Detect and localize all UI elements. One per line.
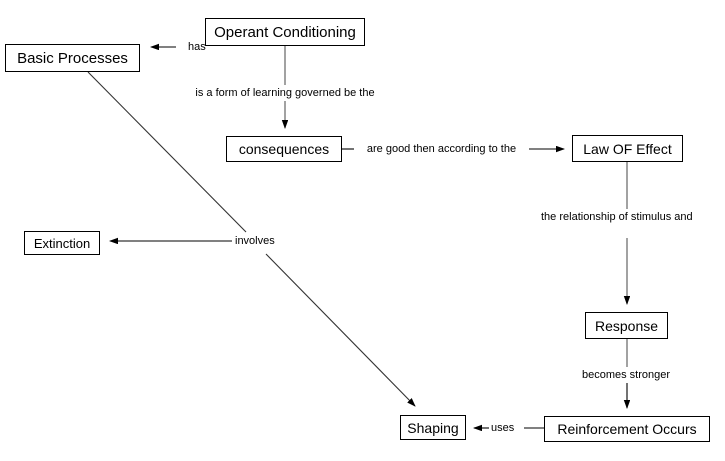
- node-shaping[interactable]: Shaping: [400, 415, 466, 440]
- edge-label-is-a-form-of-learning: is a form of learning governed be the: [180, 87, 390, 100]
- node-response[interactable]: Response: [585, 312, 668, 339]
- node-consequences[interactable]: consequences: [226, 136, 342, 162]
- node-reinforcement-occurs[interactable]: Reinforcement Occurs: [544, 416, 710, 442]
- node-label: Basic Processes: [17, 49, 128, 67]
- edge-label-uses: uses: [489, 422, 517, 435]
- edge-label-has: has: [186, 41, 208, 54]
- node-law-of-effect[interactable]: Law OF Effect: [572, 135, 683, 162]
- node-label: Response: [594, 317, 659, 334]
- edge-label-are-good-then: are good then according to the: [358, 143, 525, 156]
- node-label: Operant Conditioning: [214, 23, 356, 41]
- node-label: Law OF Effect: [583, 140, 672, 157]
- node-label: Reinforcement Occurs: [557, 421, 697, 437]
- node-extinction[interactable]: Extinction: [24, 231, 100, 255]
- node-label: Shaping: [407, 419, 459, 436]
- node-label: consequences: [238, 141, 330, 157]
- node-label: Extinction: [33, 235, 91, 251]
- edge-label-relationship-of-stimulus: the relationship of stimulus and: [541, 211, 693, 224]
- edge-basic-involves-shaping: [87, 71, 416, 407]
- edge-label-involves: involves: [233, 235, 277, 248]
- node-basic-processes[interactable]: Basic Processes: [5, 44, 140, 72]
- node-operant-conditioning[interactable]: Operant Conditioning: [205, 18, 365, 46]
- edge-label-becomes-stronger: becomes stronger: [572, 369, 680, 382]
